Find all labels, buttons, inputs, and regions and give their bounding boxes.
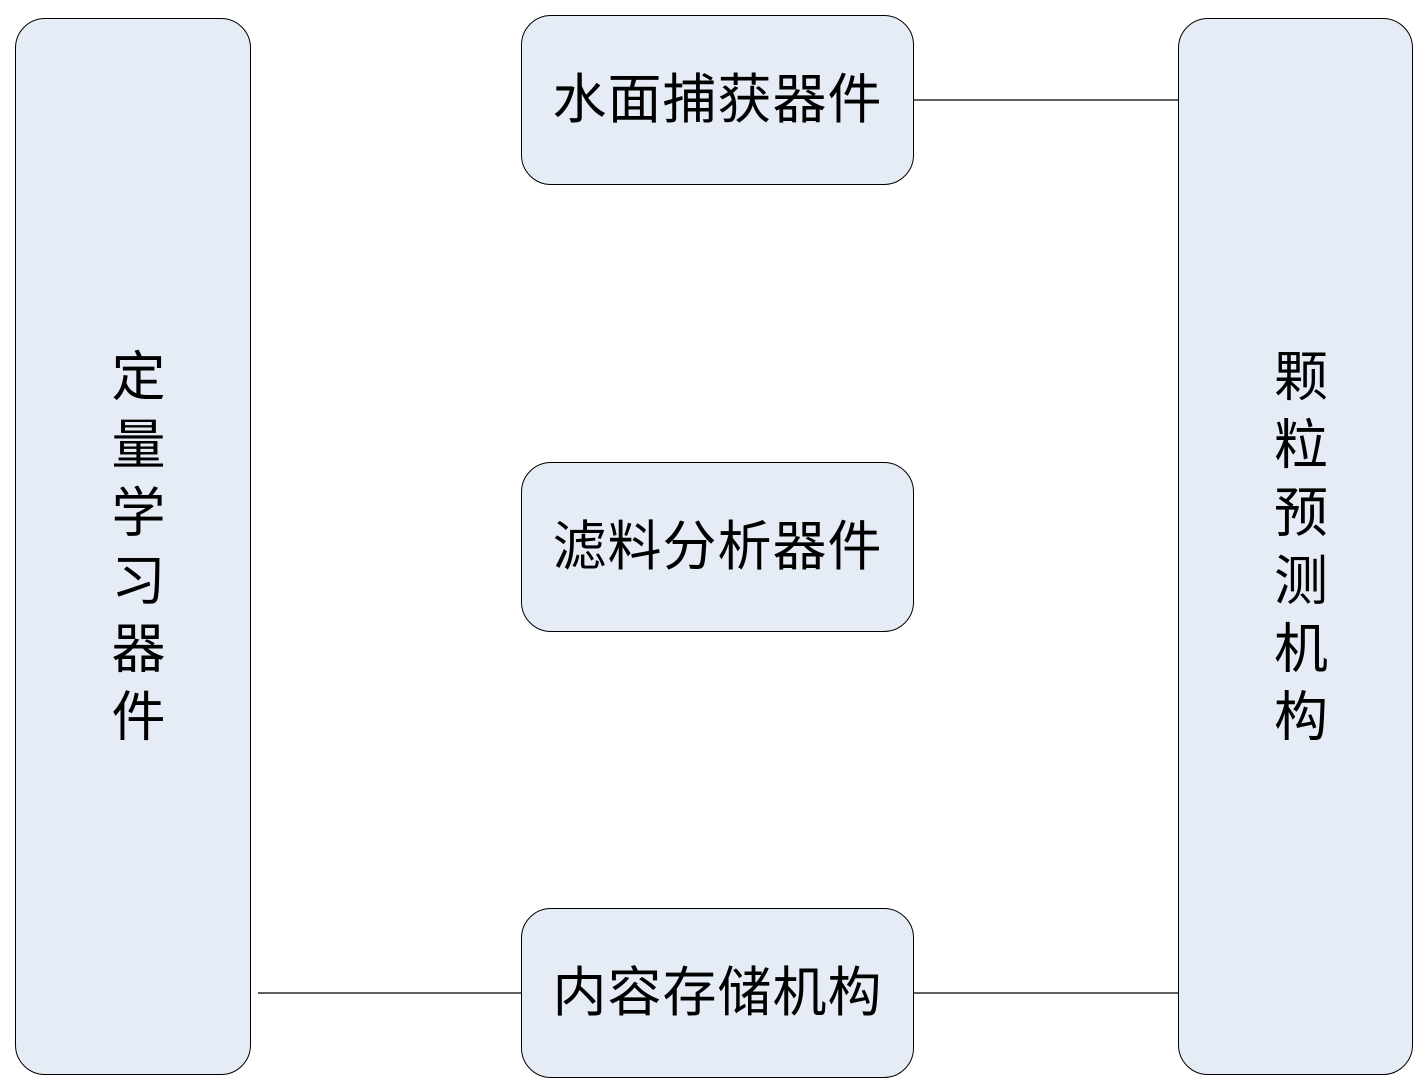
water-surface-capture-label: 水面捕获器件 [553, 73, 883, 127]
quantitative-learning-label: 定量学习器件 [106, 348, 160, 756]
filter-analysis-label: 滤料分析器件 [553, 520, 883, 574]
quantitative-learning-box: 定量学习器件 [15, 18, 251, 1075]
content-storage-box: 内容存储机构 [521, 908, 914, 1078]
filter-analysis-box: 滤料分析器件 [521, 462, 914, 632]
content-storage-label: 内容存储机构 [553, 966, 883, 1020]
water-surface-capture-box: 水面捕获器件 [521, 15, 914, 185]
particle-prediction-label: 颗粒预测机构 [1269, 348, 1323, 756]
particle-prediction-box: 颗粒预测机构 [1178, 18, 1413, 1075]
